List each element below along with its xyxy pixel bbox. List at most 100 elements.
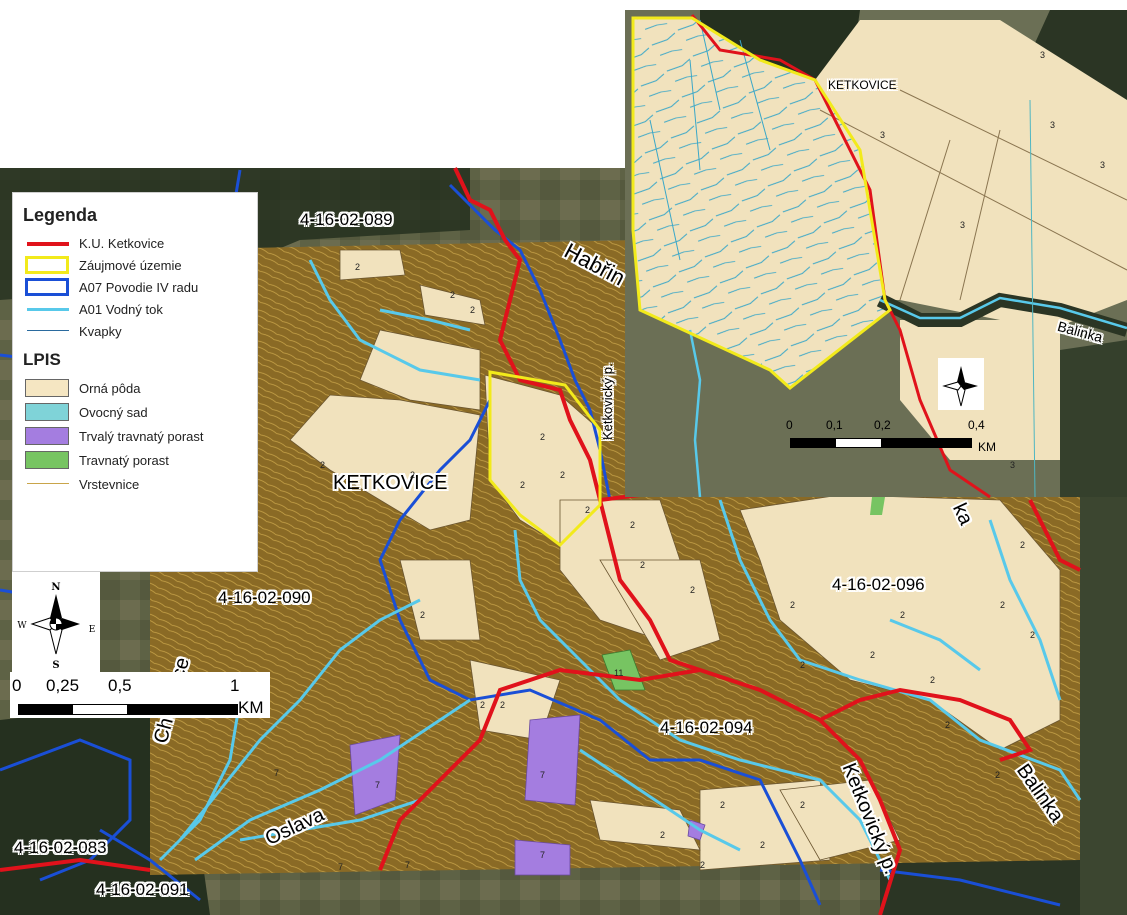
legend-symbol [23,276,71,298]
streams [158,259,1082,881]
parcel-number: 2 [540,432,546,442]
legend-item-label: A01 Vodný tok [79,301,163,317]
parcel-number: 7 [274,768,280,778]
inset-scale-tick-1: 0,1 [826,418,843,432]
parcel-number: 3 [1040,50,1046,60]
legend-symbol [23,232,71,254]
legend-lpis-label: Orná pôda [79,380,141,396]
map-label-c094: 4-16-02-094 [660,718,753,737]
inset-scale-bar [790,438,972,448]
parcel-number: 2 [420,610,426,620]
legend-lpis-item: Trvalý travnatý porast [23,424,247,448]
map-label-c096: 4-16-02-096 [832,575,925,594]
map-label-c090: 4-16-02-090 [218,588,311,607]
legend-lpis-label: Ovocný sad [79,404,148,420]
map-label-c091: 4-16-02-091 [96,880,189,899]
legend-title: Legenda [23,205,98,225]
map-label-c089: 4-16-02-089 [300,210,393,229]
parcel-number: 3 [960,220,966,230]
parcel-number: 7 [540,770,546,780]
legend-symbol [23,473,71,495]
parcel-number: 7 [405,860,411,870]
main-compass: N S W E [12,572,100,672]
legend-symbol [23,320,71,342]
legend-item: A01 Vodný tok [23,298,247,320]
parcel-number: 3 [1010,460,1016,470]
parcel-number: 2 [720,800,726,810]
legend-lpis-label: Trvalý travnatý porast [79,428,204,444]
parcel-number: 2 [800,660,806,670]
compass-w: W [17,621,27,631]
main-scale-tick-0: 0 [12,676,22,695]
legend-lpis-title: LPIS [23,350,61,369]
parcel-number: 2 [1020,540,1026,550]
parcel-number: 2 [450,290,456,300]
legend-item: Kvapky [23,320,247,342]
legend-item-label: K.U. Ketkovice [79,235,165,251]
parcel-number: 3 [1100,160,1106,170]
parcel-number: 2 [870,650,876,660]
legend-lpis-label: Vrstevnice [79,476,140,492]
parcel-number: 2 [945,720,951,730]
parcel-number: 2 [630,520,636,530]
compass-rose-icon [942,366,978,407]
parcel-number: 3 [880,130,886,140]
main-scale-tick-3: 1 [230,676,240,695]
legend-symbol [23,377,71,399]
legend-lpis-item: Travnatý porast [23,448,247,472]
inset-map [625,10,1127,499]
map-label-c083: 4-16-02-083 [14,838,107,857]
parcel-number: 2 [560,470,566,480]
inset-scale-tick-2: 0,2 [874,418,891,432]
parcel-number: 2 [800,800,806,810]
legend-symbol [23,401,71,423]
map-label-ketkovice-inset: KETKOVICE [828,78,897,92]
legend-lpis-item: Vrstevnice [23,472,247,496]
parcel-number: 2 [690,585,696,595]
parcel-number: 2 [790,600,796,610]
compass-n: N [51,582,60,593]
inset-compass [938,358,984,410]
compass-s: S [52,660,59,671]
main-scale-tick-2: 0,5 [108,676,132,695]
parcel-number: 7 [540,850,546,860]
parcel-number: 2 [930,675,936,685]
parcel-number: 2 [480,700,486,710]
compass-rose-icon: N S W E [17,582,96,671]
parcel-number: 2 [470,305,476,315]
main-scale-bar [18,704,238,715]
legend-symbol [23,254,71,276]
legend-item-label: Záujmové územie [79,257,182,273]
parcel-number: 2 [520,480,526,490]
interest-area-main [488,370,602,547]
legend-item: K.U. Ketkovice [23,232,247,254]
parcel-number: 2 [700,860,706,870]
inset-scalebar: 0 0,1 0,2 0,4 KM [786,418,996,460]
parcel-number: 2 [640,560,646,570]
parcel-number: 2 [500,700,506,710]
legend-symbol [23,298,71,320]
parcel-number: 2 [410,470,416,480]
compass-e: E [89,625,96,635]
legend-lpis-item: Orná pôda [23,376,247,400]
inset-scale-tick-3: 0,4 [968,418,985,432]
parcel-number: 11 [614,668,624,678]
parcel-number: 2 [760,840,766,850]
legend-symbol [23,425,71,447]
legend-lpis-item: Ovocný sad [23,400,247,424]
legend-item-label: Kvapky [79,323,122,339]
parcel-number: 2 [320,460,326,470]
parcel-number: 7 [338,862,344,872]
legend-item-label: A07 Povodie IV radu [79,279,199,295]
legend-lpis-label: Travnatý porast [79,452,169,468]
main-scalebar: 0 0,25 0,5 1 KM [10,672,270,718]
parcel-number: 7 [375,780,381,790]
inset-scale-tick-0: 0 [786,418,793,432]
map-label-ketkovice-main: KETKOVICE [333,472,448,494]
parcel-number: 2 [1030,630,1036,640]
parcel-number: 2 [355,262,361,272]
inset-scale-unit: KM [978,440,996,454]
parcel-number: 2 [995,770,1001,780]
